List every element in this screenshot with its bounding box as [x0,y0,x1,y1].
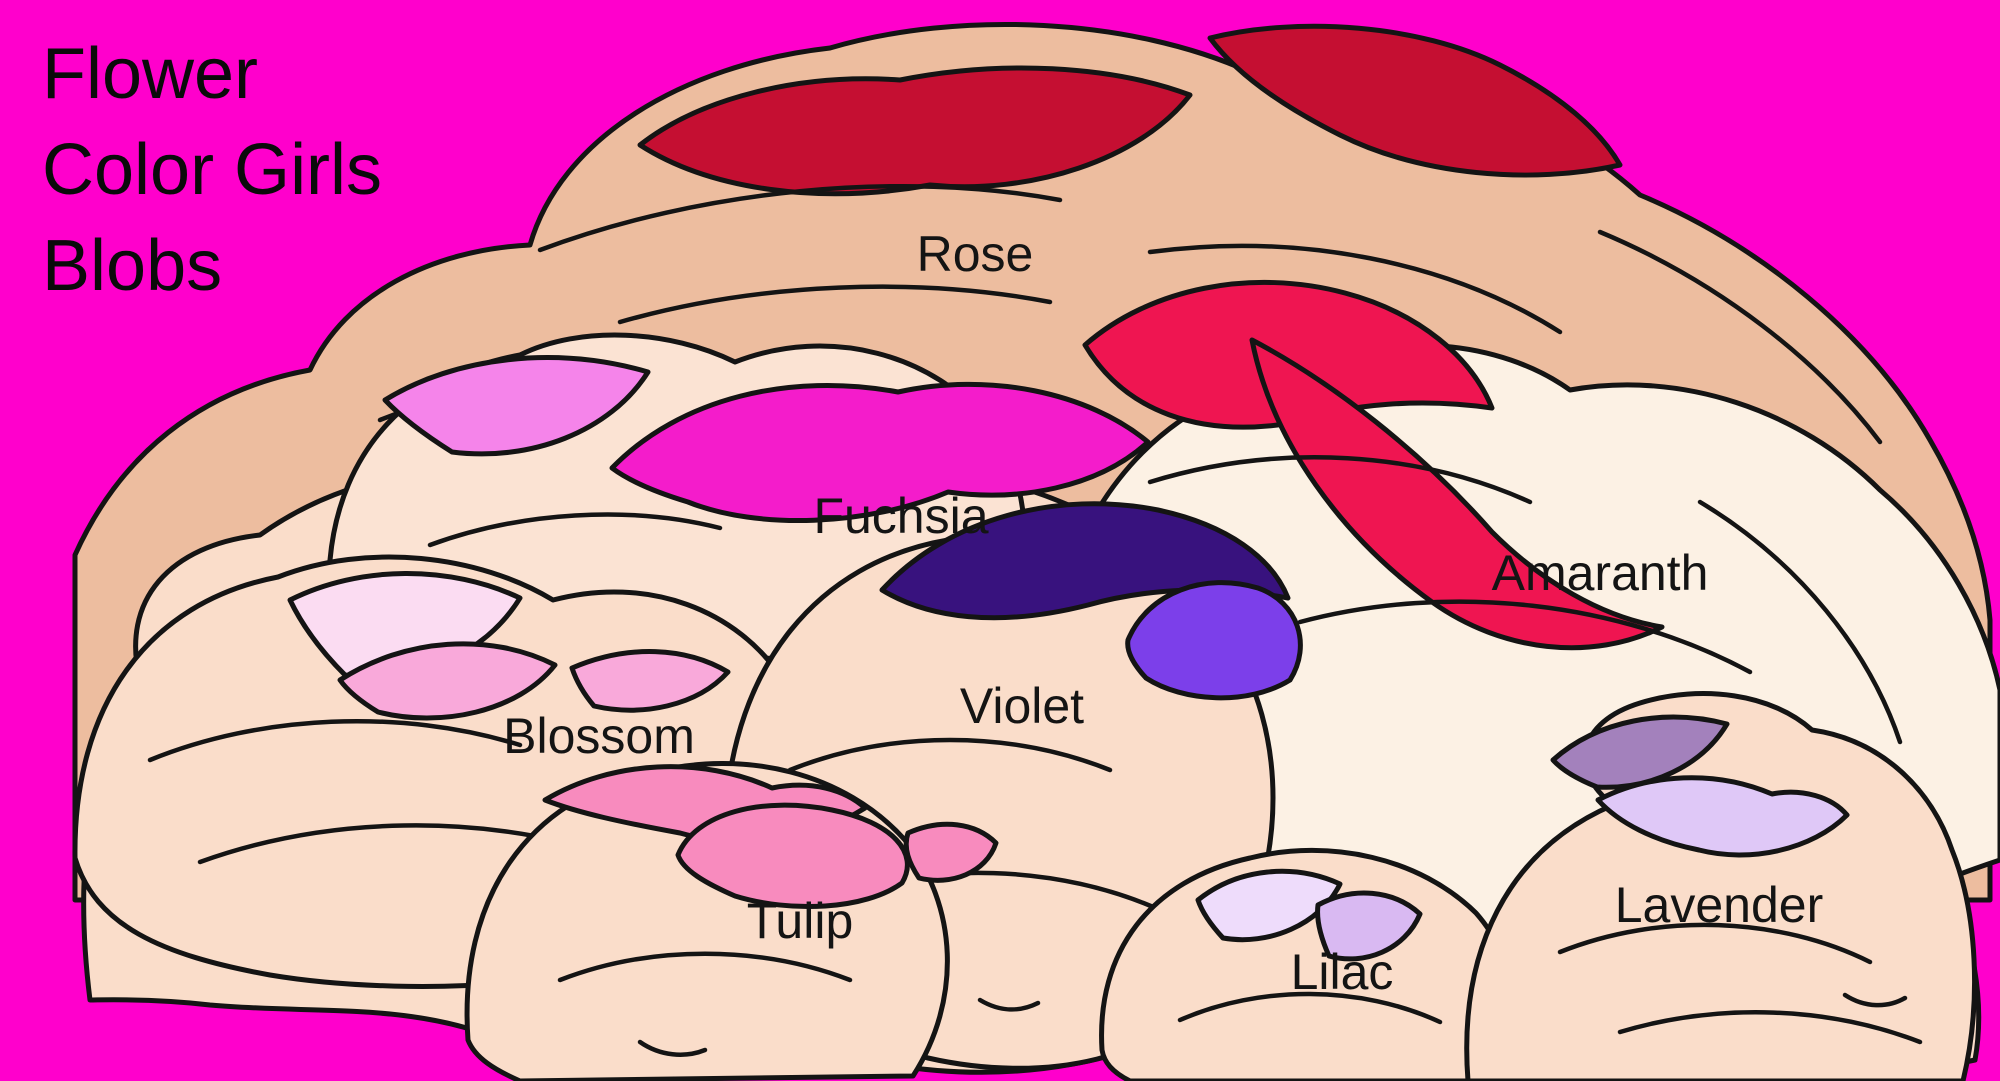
fold-line [787,737,1113,773]
fold-line [1557,922,1873,965]
fold-line [427,512,723,548]
lilac-strap-deep [1315,890,1423,962]
fold-line [1697,499,1903,745]
lavender-body [1464,691,1977,1081]
label-blossom: Blossom [503,708,695,764]
rose-strap-right [1207,23,1623,178]
title-line-2: Color Girls [42,130,383,210]
label-amaranth: Amaranth [1492,545,1709,601]
amaranth-strap-upper [1082,279,1495,430]
rose-strap-left [637,65,1193,197]
label-tulip: Tulip [747,893,854,949]
title-line-3: Blobs [42,226,223,306]
fold-line [1177,991,1443,1025]
label-fuchsia: Fuchsia [813,488,988,544]
fold-line [1147,243,1563,335]
fold-line [1147,455,1533,505]
label-lavender: Lavender [1615,877,1824,933]
fuchsia-strap-main [609,381,1151,523]
page-title: Flower Color Girls Blobs [42,26,382,314]
label-violet: Violet [960,678,1084,734]
tulip-strap-bud-small [903,821,999,883]
lavender-strap-dark [1550,714,1730,790]
title-line-1: Flower [42,34,259,114]
lavender-strap-light [1595,775,1850,858]
blossom-strap-pink-right [569,649,731,713]
fold-line [557,951,853,983]
lilac-strap-pale [1195,868,1343,943]
label-rose: Rose [917,226,1034,282]
blob-shapes [72,21,2000,1081]
fold-line [1842,992,1908,1008]
label-lilac: Lilac [1291,944,1394,1000]
violet-strap-bright [1125,580,1303,701]
fold-line [1297,599,1753,675]
fold-line [637,1039,708,1057]
tulip-strap-bud [675,802,910,910]
amaranth-strap-lower [1249,337,1665,651]
fold-line [147,718,523,763]
blossom-strap-pink-left [337,641,558,721]
fold-line [537,184,1063,253]
fold-line [977,997,1041,1012]
fold-line [1617,1010,1923,1045]
fold-line [617,284,1053,325]
blob-labels: Rose Fuchsia Amaranth Blossom Violet Tul… [503,226,1823,1000]
fuchsia-strap-light [382,355,651,457]
fold-line [1597,229,1883,445]
